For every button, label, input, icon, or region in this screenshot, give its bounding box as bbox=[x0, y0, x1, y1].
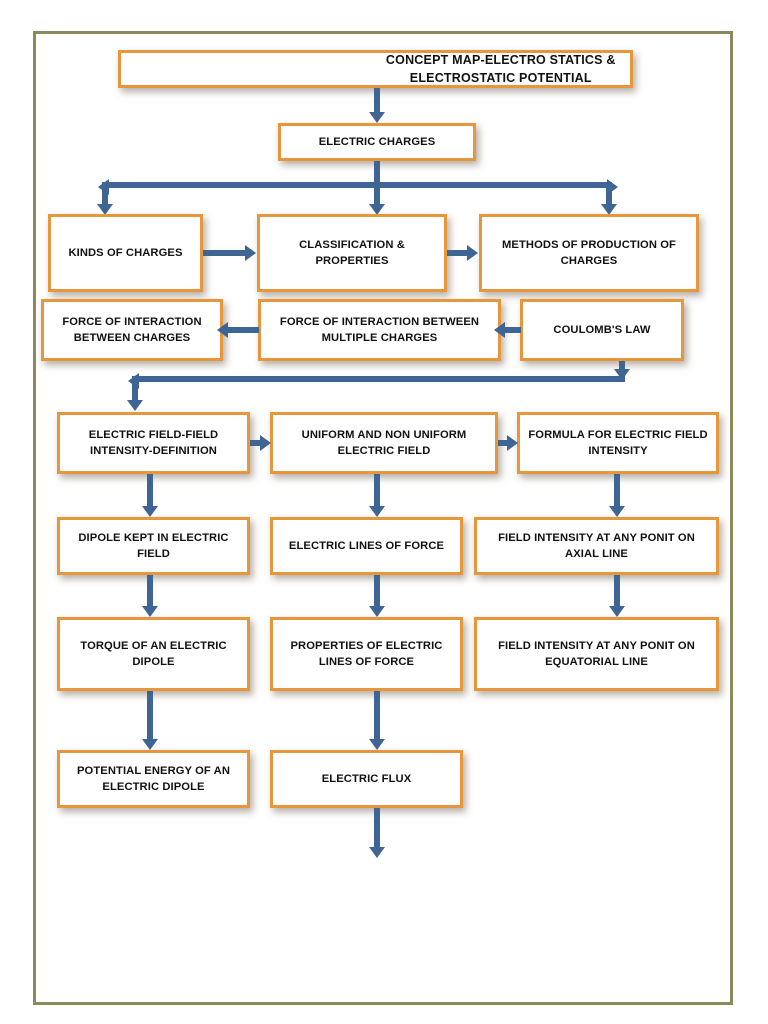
arrowhead-down-icon bbox=[369, 847, 385, 858]
node-field-intensity-axial: FIELD INTENSITY AT ANY PONIT ON AXIAL LI… bbox=[474, 517, 719, 575]
connector-lines-to-properties bbox=[374, 575, 380, 611]
arrowhead-down-icon bbox=[97, 204, 113, 215]
arrowhead-down-icon bbox=[369, 112, 385, 123]
connector-charges-to-bus bbox=[374, 161, 380, 185]
connector-torque-to-potential bbox=[147, 691, 153, 744]
arrowhead-right-icon bbox=[607, 179, 618, 195]
arrowhead-down-icon bbox=[142, 606, 158, 617]
connector-kinds-to-classification bbox=[203, 250, 247, 256]
node-potential-energy-dipole: POTENTIAL ENERGY OF AN ELECTRIC DIPOLE bbox=[57, 750, 250, 808]
node-force-between-charges: FORCE OF INTERACTION BETWEEN CHARGES bbox=[41, 299, 223, 361]
node-formula-field-intensity: FORMULA FOR ELECTRIC FIELD INTENSITY bbox=[517, 412, 719, 474]
arrowhead-left-icon bbox=[98, 179, 109, 195]
arrowhead-down-icon bbox=[369, 606, 385, 617]
node-properties-lines-of-force-label: PROPERTIES OF ELECTRIC LINES OF FORCE bbox=[290, 639, 443, 668]
arrowhead-right-icon bbox=[467, 245, 478, 261]
arrowhead-down-icon bbox=[127, 400, 143, 411]
node-electric-lines-of-force: ELECTRIC LINES OF FORCE bbox=[270, 517, 463, 575]
connector-multiple-to-between bbox=[226, 327, 259, 333]
arrowhead-right-icon bbox=[507, 435, 518, 451]
connector-wrap-drop-left bbox=[132, 376, 138, 406]
node-dipole-kept-in-field: DIPOLE KEPT IN ELECTRIC FIELD bbox=[57, 517, 250, 575]
connector-properties-to-flux bbox=[374, 691, 380, 744]
connector-fielddef-to-uniform bbox=[250, 440, 262, 446]
arrowhead-down-icon bbox=[369, 506, 385, 517]
connector-wrap-bus-row4 bbox=[132, 376, 625, 382]
node-kinds-of-charges-label: KINDS OF CHARGES bbox=[68, 246, 183, 259]
arrowhead-right-icon bbox=[260, 435, 271, 451]
node-uniform-non-uniform-label: UNIFORM AND NON UNIFORM ELECTRIC FIELD bbox=[301, 428, 467, 457]
connector-bus-drop-mid bbox=[374, 182, 380, 208]
node-title: CONCEPT MAP-ELECTRO STATICS & ELECTROSTA… bbox=[118, 50, 633, 88]
arrowhead-left-icon bbox=[217, 322, 228, 338]
connector-bus-row2 bbox=[102, 182, 612, 188]
arrowhead-down-icon bbox=[142, 506, 158, 517]
node-electric-field-definition-label: ELECTRIC FIELD-FIELD INTENSITY-DEFINITIO… bbox=[88, 428, 219, 457]
node-potential-energy-dipole-label: POTENTIAL ENERGY OF AN ELECTRIC DIPOLE bbox=[76, 764, 231, 793]
connector-dipole-to-torque bbox=[147, 575, 153, 611]
node-coulombs-law: COULOMB'S LAW bbox=[520, 299, 684, 361]
connector-bus-drop-left bbox=[102, 182, 108, 208]
arrowhead-down-icon bbox=[142, 739, 158, 750]
node-force-between-charges-label: FORCE OF INTERACTION BETWEEN CHARGES bbox=[62, 315, 202, 344]
node-electric-charges-label: ELECTRIC CHARGES bbox=[318, 135, 436, 148]
arrowhead-down-icon bbox=[369, 204, 385, 215]
node-force-multiple-charges-label: FORCE OF INTERACTION BETWEEN MULTIPLE CH… bbox=[279, 315, 480, 344]
connector-flux-outgoing bbox=[374, 808, 380, 852]
arrowhead-right-icon bbox=[245, 245, 256, 261]
node-electric-flux: ELECTRIC FLUX bbox=[270, 750, 463, 808]
connector-uniform-to-formula bbox=[498, 440, 509, 446]
arrowhead-down-icon bbox=[614, 369, 630, 380]
node-methods-of-production-label: METHODS OF PRODUCTION OF CHARGES bbox=[502, 238, 676, 267]
arrowhead-down-icon bbox=[369, 739, 385, 750]
node-field-intensity-equatorial-label: FIELD INTENSITY AT ANY PONIT ON EQUATORI… bbox=[498, 639, 695, 668]
arrowhead-down-icon bbox=[609, 506, 625, 517]
arrowhead-down-icon bbox=[609, 606, 625, 617]
connector-uniform-to-lines bbox=[374, 474, 380, 511]
diagram-frame: CONCEPT MAP-ELECTRO STATICS & ELECTROSTA… bbox=[33, 31, 733, 1005]
node-methods-of-production: METHODS OF PRODUCTION OF CHARGES bbox=[479, 214, 699, 292]
arrowhead-down-icon bbox=[601, 204, 617, 215]
node-formula-field-intensity-label: FORMULA FOR ELECTRIC FIELD INTENSITY bbox=[528, 428, 708, 457]
node-coulombs-law-label: COULOMB'S LAW bbox=[553, 323, 651, 336]
node-kinds-of-charges: KINDS OF CHARGES bbox=[48, 214, 203, 292]
connector-coulomb-to-multiple bbox=[503, 327, 521, 333]
node-classification-properties: CLASSIFICATION & PROPERTIES bbox=[257, 214, 447, 292]
connector-fielddef-to-dipole bbox=[147, 474, 153, 511]
node-electric-charges: ELECTRIC CHARGES bbox=[278, 123, 476, 161]
node-properties-lines-of-force: PROPERTIES OF ELECTRIC LINES OF FORCE bbox=[270, 617, 463, 691]
node-classification-properties-label: CLASSIFICATION & PROPERTIES bbox=[299, 238, 405, 267]
node-electric-flux-label: ELECTRIC FLUX bbox=[321, 772, 412, 785]
node-field-intensity-equatorial: FIELD INTENSITY AT ANY PONIT ON EQUATORI… bbox=[474, 617, 719, 691]
arrowhead-left-icon bbox=[494, 322, 505, 338]
node-title-text: CONCEPT MAP-ELECTRO STATICS & ELECTROSTA… bbox=[385, 52, 616, 85]
node-uniform-non-uniform: UNIFORM AND NON UNIFORM ELECTRIC FIELD bbox=[270, 412, 498, 474]
node-dipole-kept-in-field-label: DIPOLE KEPT IN ELECTRIC FIELD bbox=[78, 531, 229, 560]
connector-formula-to-axial bbox=[614, 474, 620, 511]
node-electric-lines-of-force-label: ELECTRIC LINES OF FORCE bbox=[288, 539, 445, 552]
node-electric-field-definition: ELECTRIC FIELD-FIELD INTENSITY-DEFINITIO… bbox=[57, 412, 250, 474]
connector-axial-to-equatorial bbox=[614, 575, 620, 611]
node-torque-of-dipole-label: TORQUE OF AN ELECTRIC DIPOLE bbox=[80, 639, 227, 668]
node-torque-of-dipole: TORQUE OF AN ELECTRIC DIPOLE bbox=[57, 617, 250, 691]
connector-title-to-charges bbox=[374, 88, 380, 114]
node-force-multiple-charges: FORCE OF INTERACTION BETWEEN MULTIPLE CH… bbox=[258, 299, 501, 361]
node-field-intensity-axial-label: FIELD INTENSITY AT ANY PONIT ON AXIAL LI… bbox=[498, 531, 695, 560]
connector-bus-drop-right bbox=[606, 182, 612, 208]
connector-classification-to-methods bbox=[447, 250, 469, 256]
